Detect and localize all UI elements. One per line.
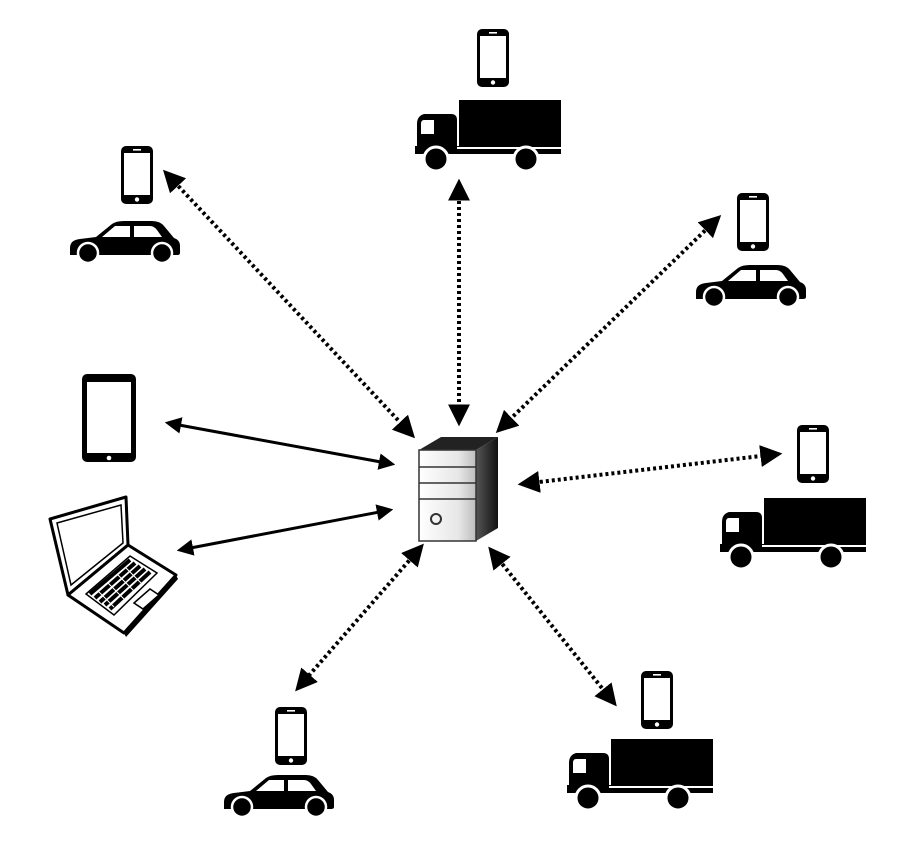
node-laptop (48, 495, 178, 637)
link-truck-bottom (488, 546, 617, 707)
node-car-bottom (222, 707, 336, 819)
smartphone-icon (797, 425, 829, 483)
car-icon (222, 773, 336, 819)
node-tablet (82, 374, 136, 462)
server-icon (418, 437, 498, 542)
link-laptop (176, 504, 394, 556)
node-truck-bottom (565, 671, 715, 812)
link-truck-right (517, 445, 783, 493)
node-truck-right (718, 425, 868, 571)
smartphone-icon (737, 193, 769, 251)
smartphone-icon (641, 671, 673, 729)
link-tablet (164, 417, 396, 470)
smartphone-icon (121, 146, 153, 204)
link-car-bottom (295, 543, 424, 692)
link-car-top-right (495, 214, 722, 434)
links (162, 169, 783, 707)
car-icon (694, 263, 808, 309)
truck-icon (718, 496, 868, 571)
node-truck-top (413, 29, 563, 173)
node-car-top-right (694, 193, 808, 309)
car-icon (68, 219, 182, 265)
truck-icon (565, 737, 715, 812)
laptop-icon (48, 495, 178, 637)
node-car-top-left (68, 146, 182, 265)
smartphone-icon (477, 29, 509, 87)
truck-icon (413, 98, 563, 173)
link-car-top-left (162, 169, 416, 439)
tablet-icon (82, 374, 136, 462)
smartphone-icon (275, 707, 307, 765)
